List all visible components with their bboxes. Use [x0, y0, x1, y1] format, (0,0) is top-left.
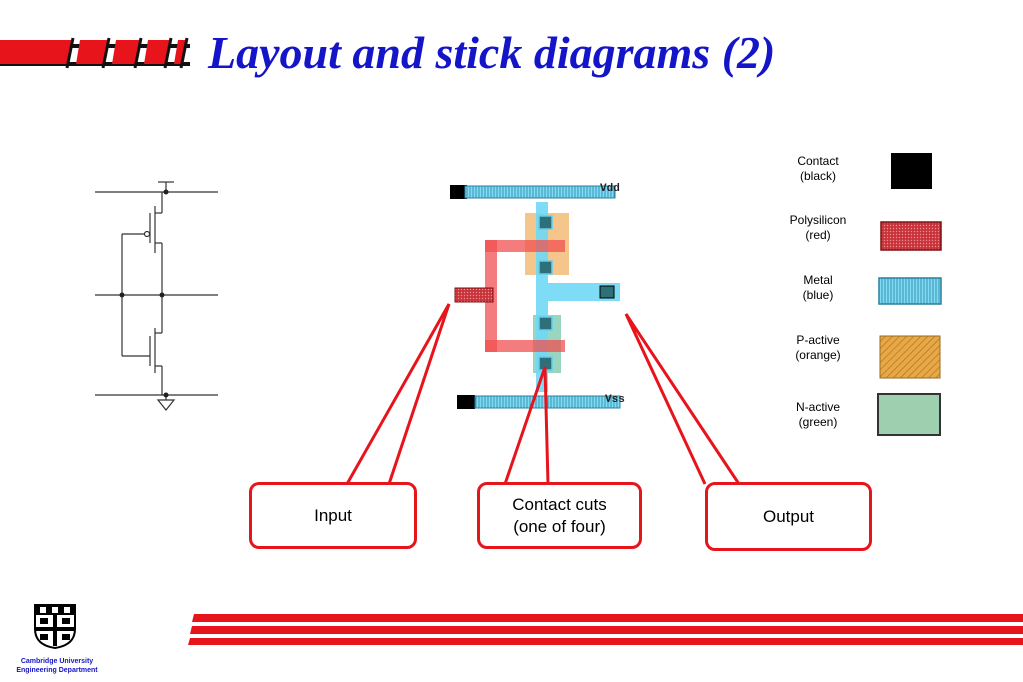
- n-active-swatch: [877, 393, 941, 436]
- legend-label-p-active: P-active(orange): [795, 333, 841, 362]
- university-shield-icon: [34, 604, 76, 649]
- polysilicon-swatch: [880, 221, 942, 251]
- legend-label-contact: Contact(black): [797, 154, 839, 183]
- contact-cuts-line2: (one of four): [513, 516, 606, 536]
- slide-title: Layout and stick diagrams (2): [208, 27, 776, 78]
- inverter-schematic: [95, 181, 218, 411]
- output-callout-text: Output: [762, 506, 815, 526]
- p-active-swatch: [879, 335, 941, 379]
- input-callout-text: Input: [314, 505, 352, 525]
- vdd-label: Vdd: [600, 183, 620, 195]
- contact-cuts-line1: Contact cuts: [512, 494, 607, 514]
- inverter-layout: [450, 185, 621, 409]
- contact-cuts-callout: Contact cuts (one of four): [477, 482, 642, 549]
- legend-label-metal: Metal(blue): [802, 273, 834, 302]
- title-stripes: [0, 37, 190, 69]
- legend-label-n-active: N-active(green): [795, 400, 840, 429]
- input-callout: Input: [249, 482, 417, 549]
- output-callout: Output: [705, 482, 872, 551]
- footer-stripes: [188, 614, 1023, 645]
- vss-label: Vss: [605, 394, 625, 406]
- contact-swatch: [891, 153, 932, 189]
- legend-label-polysilicon: Polysilicon(red): [789, 213, 847, 242]
- metal-swatch: [878, 277, 942, 305]
